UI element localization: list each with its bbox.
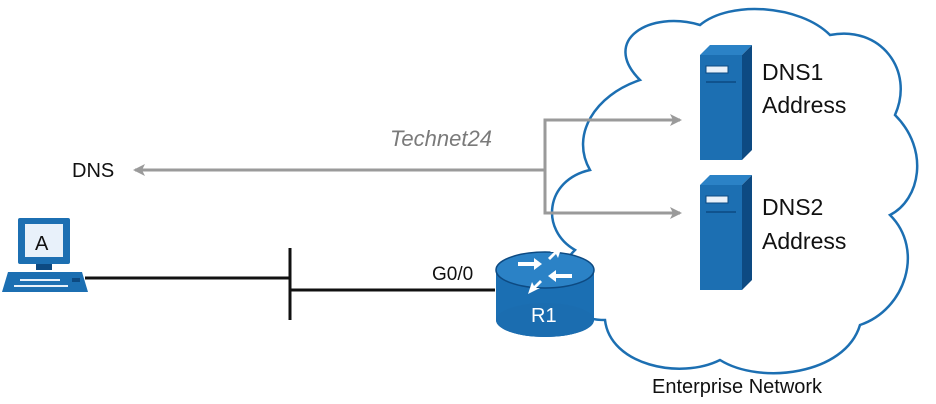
dns-arrow-to-dns1: [543, 114, 682, 170]
interface-label: G0/0: [432, 264, 473, 285]
dns-arrows: [133, 114, 682, 219]
dns2-server-icon: [700, 175, 752, 290]
pc-label: A: [35, 233, 49, 255]
dns2-label-line1: DNS2: [762, 194, 823, 220]
dns-label: DNS: [72, 160, 114, 182]
watermark-logo: Technet24: [390, 126, 492, 151]
dns1-server-icon: [700, 45, 752, 160]
router-label: R1: [531, 305, 557, 327]
router-icon: R1: [495, 246, 595, 337]
dns1-label-line1: DNS1: [762, 59, 823, 85]
dns1-label-line2: Address: [762, 92, 846, 118]
links: [85, 248, 495, 320]
dns-arrow-to-dns2: [543, 170, 682, 219]
dns2-label-line2: Address: [762, 228, 846, 254]
pc-icon: A: [2, 218, 88, 292]
cloud-label: Enterprise Network: [652, 376, 823, 398]
